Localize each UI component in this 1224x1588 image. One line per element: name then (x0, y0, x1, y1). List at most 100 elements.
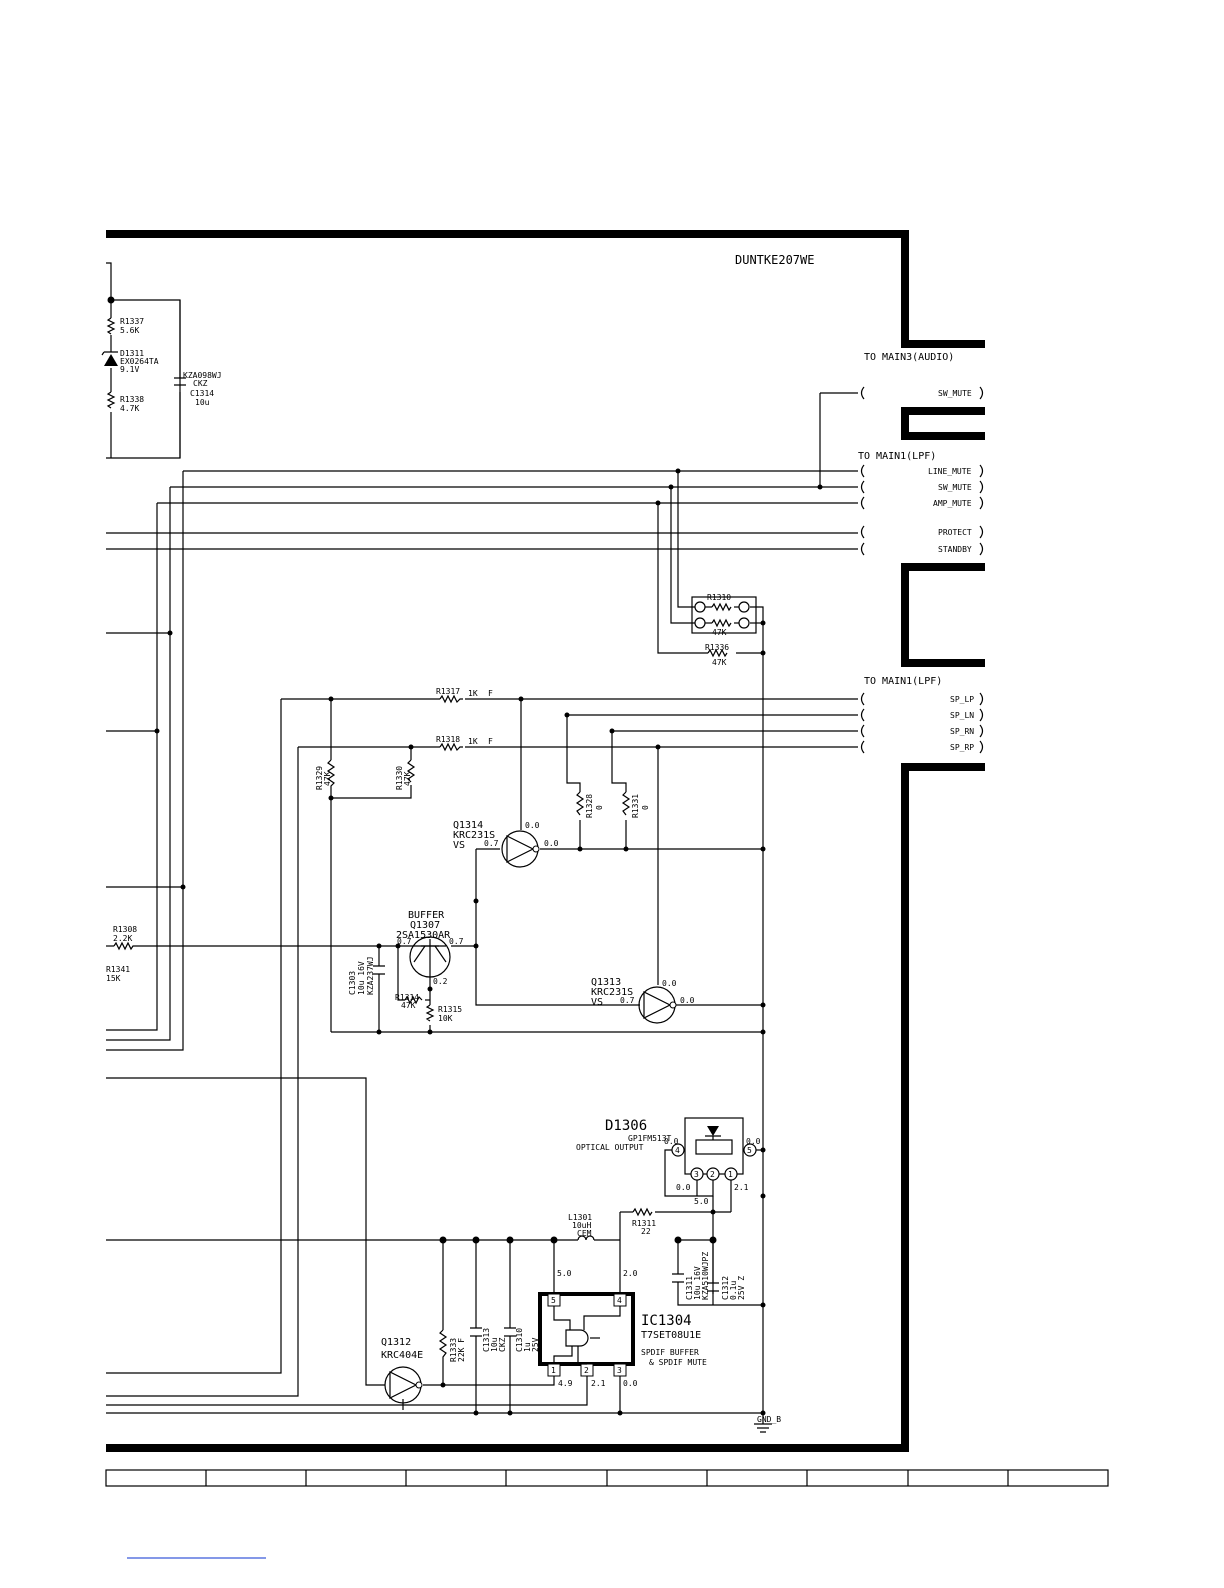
r1308-value: 2.2K (113, 934, 132, 943)
r1311-ref: R1311 (632, 1219, 656, 1228)
connector-pin-label: PROTECT (938, 528, 972, 537)
r1341-ref: R1341 (106, 965, 130, 974)
r1317-tol: F (488, 689, 493, 698)
r1328-value: 0 (595, 805, 604, 810)
r1318-tol: F (488, 737, 493, 746)
r1318-value: 1K (468, 737, 478, 746)
board-border (106, 230, 985, 1452)
q1314-v-in: 0.7 (484, 839, 499, 848)
connector-title-main1-lpf-b: TO MAIN1(LPF) (864, 676, 942, 687)
c1311-part: KZA510WJPZ (701, 1252, 710, 1300)
connector-pins-main1-lpf-a: LINE_MUTE SW_MUTE AMP_MUTE PROTECT STAND… (860, 464, 984, 556)
ic1304-ref: IC1304 (641, 1313, 692, 1329)
r1330-ref: R1330 (395, 766, 404, 790)
r1338-value: 4.7K (120, 404, 139, 413)
q1314-v-out: 0.0 (544, 839, 559, 848)
r1310-ref: R1310 (707, 593, 731, 602)
optical-module-d1306: 4 5 3 2 1 (671, 1117, 757, 1181)
r1318-ref: R1318 (436, 735, 460, 744)
d1306-part: GP1FM513T (628, 1134, 672, 1143)
connector-pin-label: SP_RN (950, 727, 974, 736)
r1341-value: 15K (106, 974, 121, 983)
ic1304-pin-2: 2 (584, 1366, 589, 1375)
r1317-ref: R1317 (436, 687, 460, 696)
connector-pin-label: SP_LN (950, 711, 974, 720)
transistor-q1313 (638, 986, 677, 1024)
c1313-ref: C1313 (482, 1328, 491, 1352)
c1314-part: KZA098WJ (183, 371, 222, 380)
d1306-pin-5: 5 (747, 1146, 752, 1155)
d1311-value: 9.1V (120, 365, 139, 374)
q1312-part: KRC404E (381, 1350, 423, 1361)
d1306-pin-4: 4 (675, 1146, 680, 1155)
q1307-title: BUFFER (408, 910, 445, 921)
d1306-desc: OPTICAL OUTPUT (576, 1143, 644, 1152)
q1313-vs: VS (591, 997, 603, 1008)
c1313-type: CKZ (498, 1337, 507, 1352)
q1307-v-left: 0.7 (397, 937, 412, 946)
d1306-pin-2: 2 (710, 1170, 715, 1179)
q1307-ref: Q1307 (410, 920, 440, 931)
ic1304-desc2: & SPDIF MUTE (649, 1358, 707, 1367)
connector-pin-label: SW_MUTE (938, 483, 972, 492)
connector-pin-label: LINE_MUTE (928, 467, 972, 476)
r1331-value: 0 (641, 805, 650, 810)
q1313-part: KRC231S (591, 987, 633, 998)
c1313-value: 10u (490, 1337, 499, 1352)
q1307-v-bottom: 0.2 (433, 977, 448, 986)
r1336-ref: R1336 (705, 643, 729, 652)
q1313-ref: Q1313 (591, 977, 621, 988)
c1310-value: 1u (523, 1342, 532, 1352)
r1310-value: 47K (712, 628, 727, 637)
inductor-l1301 (577, 1235, 595, 1241)
r1329-ref: R1329 (315, 766, 324, 790)
q1313-v-out: 0.0 (680, 996, 695, 1005)
r1338-ref: R1338 (120, 395, 144, 404)
r1336-value: 47K (712, 658, 727, 667)
ic1304-v-pin3: 0.0 (623, 1379, 638, 1388)
d1306-v-pin3: 0.0 (676, 1183, 691, 1192)
c1310-ref: C1310 (515, 1328, 524, 1352)
d1306-v-pin1: 2.1 (734, 1183, 749, 1192)
r1328-ref: R1328 (585, 794, 594, 818)
c1314-value: 10u (195, 398, 210, 407)
ic1304-pin-3: 3 (617, 1366, 622, 1375)
c1314-type: CKZ (193, 379, 208, 388)
ic1304-pin-5: 5 (551, 1296, 556, 1305)
board-part-number: DUNTKE207WE (735, 253, 814, 267)
r1315-ref: R1315 (438, 1005, 462, 1014)
q1307-v-right: 0.7 (449, 937, 464, 946)
q1314-ref: Q1314 (453, 820, 483, 831)
transistor-q1312 (384, 1366, 423, 1404)
d1306-v-pin4: 0.0 (664, 1137, 679, 1146)
wires (106, 262, 858, 1424)
junction-dots (107, 296, 823, 1416)
ic1304-pin-1: 1 (551, 1366, 556, 1375)
connector-title-main3-audio: TO MAIN3(AUDIO) (864, 352, 954, 363)
r1314-ref: R1314 (395, 993, 419, 1002)
q1307-part: 2SA1530AR (396, 930, 451, 941)
connector-pin-label: AMP_MUTE (933, 499, 972, 508)
q1313-v-top: 0.0 (662, 979, 677, 988)
c1303-value: 10u 16V (357, 961, 366, 995)
ground-symbol (754, 1423, 772, 1433)
ground-label: GND_B (757, 1415, 781, 1424)
q1314-part: KRC231S (453, 830, 495, 841)
resistor-array-r1310 (691, 596, 757, 634)
c1312-ref: C1312 (721, 1276, 730, 1300)
ic-ic1304: 5 4 1 2 3 (538, 1292, 635, 1377)
d1306-v-below: 5.0 (694, 1197, 709, 1206)
r1337-value: 5.6K (120, 326, 139, 335)
connector-pins-main1-lpf-b: SP_LP SP_LN SP_RN SP_RP (860, 692, 984, 754)
q1313-v-in: 0.7 (620, 996, 635, 1005)
connector-pin-label: SP_RP (950, 743, 974, 752)
zener-diode-d1311 (101, 351, 118, 366)
c1312-value: 0.1u (729, 1281, 738, 1300)
bottom-scale (105, 1469, 1109, 1487)
d1311-ref: D1311 (120, 349, 144, 358)
ic1304-v-pin4: 2.0 (623, 1269, 638, 1278)
ic1304-v-pin1: 4.9 (558, 1379, 573, 1388)
connector-pin-label: SW_MUTE (938, 389, 972, 398)
c1311-value: 10u 16V (693, 1266, 702, 1300)
l1301-value: 10uH (572, 1221, 591, 1230)
